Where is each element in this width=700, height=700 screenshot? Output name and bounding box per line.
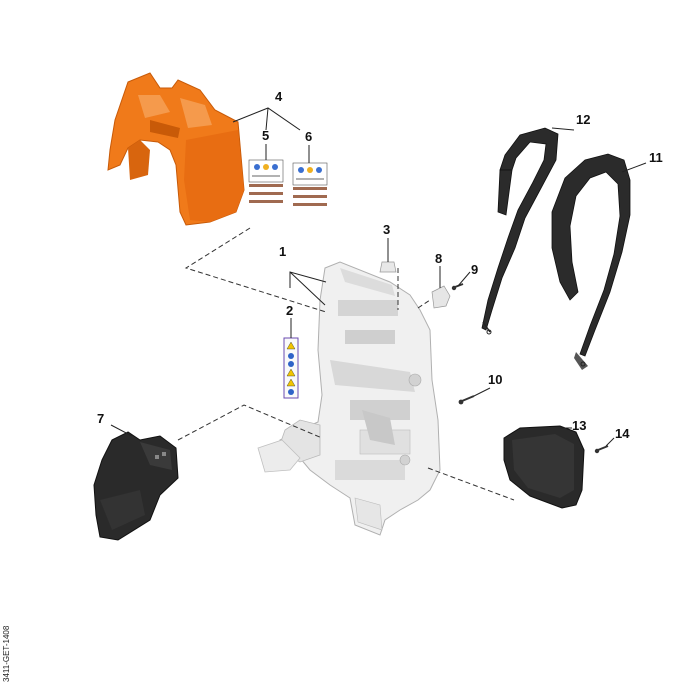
part-2-warning-label — [283, 337, 299, 399]
callout-12: 12 — [576, 112, 590, 127]
callout-13: 13 — [572, 418, 586, 433]
callout-7: 7 — [97, 411, 104, 426]
part-10-screw — [458, 395, 475, 405]
callout-8: 8 — [435, 251, 442, 266]
callout-4: 4 — [275, 89, 283, 104]
callout-3: 3 — [383, 222, 390, 237]
part-8-knob — [431, 285, 451, 309]
part-11-shoulder-strap — [551, 153, 631, 370]
part-6-label-sheet — [292, 162, 328, 206]
part-3-clip — [379, 261, 397, 273]
part-13-hip-pad — [503, 425, 585, 509]
callouts: 1 2 3 4 5 6 7 8 9 10 11 12 13 14 — [97, 89, 663, 441]
drawing-code: 3411-GET-1408 — [2, 625, 11, 682]
callout-10: 10 — [488, 372, 502, 387]
assembly-lines — [177, 227, 515, 501]
part-4-orange-cover — [107, 72, 245, 226]
part-12-shoulder-strap — [481, 127, 559, 335]
part-5-label-sheet — [248, 159, 284, 203]
callout-6: 6 — [305, 129, 312, 144]
callout-2: 2 — [286, 303, 293, 318]
part-9-screw — [451, 283, 464, 291]
callout-11: 11 — [649, 150, 663, 165]
leader-lines — [110, 107, 647, 447]
part-1-backplate-frame — [257, 261, 441, 536]
callout-9: 9 — [471, 262, 478, 277]
part-14-screw — [594, 445, 609, 454]
callout-5: 5 — [262, 128, 269, 143]
callout-1: 1 — [279, 244, 286, 259]
callout-14: 14 — [615, 426, 630, 441]
part-7-bottom-plate — [93, 431, 179, 541]
